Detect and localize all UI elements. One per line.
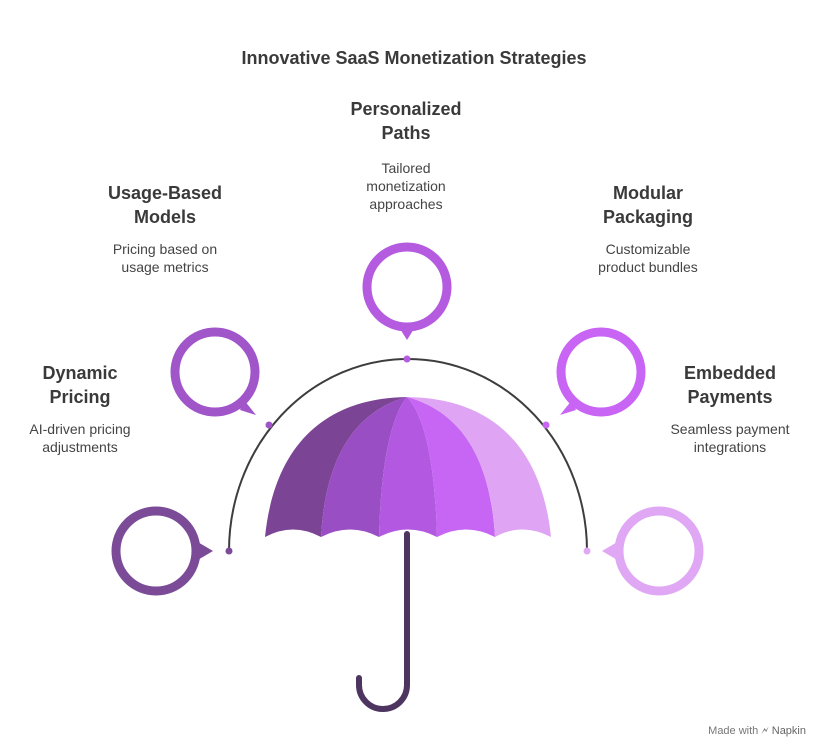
connector-dot-4 xyxy=(542,421,550,429)
diagram-title: Innovative SaaS Monetization Strategies xyxy=(241,48,587,68)
bubble-usage-based-models xyxy=(170,327,260,417)
bubble-modular-packaging xyxy=(556,327,646,417)
connector-dot-1 xyxy=(225,547,233,555)
item-title-usage-based-models: Usage-Based Models xyxy=(107,183,223,227)
item-title-modular-packaging: Modular Packaging xyxy=(602,183,694,227)
bubble-dynamic-pricing xyxy=(111,506,213,596)
footer-attribution: Made with 🗲 Napkin xyxy=(708,725,806,738)
napkin-logo-icon: 🗲 xyxy=(761,725,769,737)
umbrella-canopy xyxy=(265,397,551,537)
item-desc-personalized-paths: Tailored monetization approaches xyxy=(366,160,446,212)
canopy-panel-2 xyxy=(321,397,407,537)
bubble-embedded-payments xyxy=(602,506,704,596)
item-desc-usage-based-models: Pricing based on usage metrics xyxy=(112,241,218,275)
item-title-personalized-paths: Personalized Paths xyxy=(350,99,462,143)
canopy-panel-4 xyxy=(407,397,495,537)
connector-dot-5 xyxy=(583,547,591,555)
item-title-embedded-payments: Embedded Payments xyxy=(683,363,776,407)
item-title-dynamic-pricing: Dynamic Pricing xyxy=(42,363,118,407)
connector-dot-3 xyxy=(403,355,411,363)
item-desc-embedded-payments: Seamless payment integrations xyxy=(670,421,790,455)
umbrella-handle xyxy=(356,531,410,712)
canopy-panel-5 xyxy=(407,397,551,537)
canopy-panel-1 xyxy=(265,397,407,537)
bubble-personalized-paths xyxy=(362,242,452,340)
item-desc-dynamic-pricing: AI-driven pricing adjustments xyxy=(29,421,131,455)
footer-brand: Napkin xyxy=(771,725,806,737)
item-desc-modular-packaging: Customizable product bundles xyxy=(598,241,698,275)
canopy-panel-3 xyxy=(379,397,437,537)
footer-made-with: Made with xyxy=(708,725,759,737)
connector-dot-2 xyxy=(265,421,273,429)
